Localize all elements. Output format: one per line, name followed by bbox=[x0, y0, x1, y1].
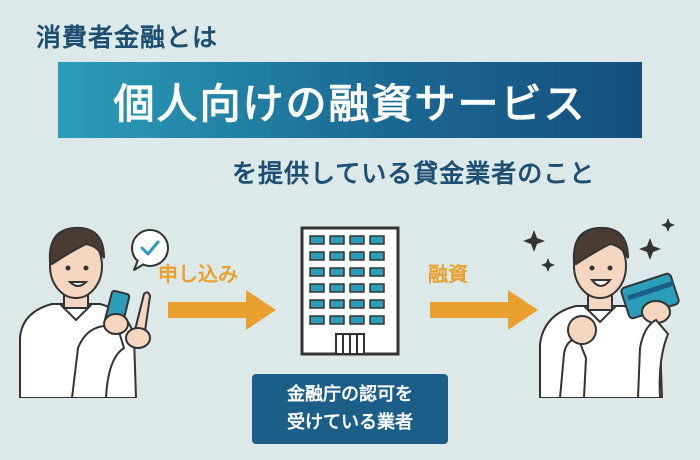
headline-banner: 個人向けの融資サービス bbox=[58, 62, 642, 138]
loan-arrow-icon bbox=[430, 290, 538, 330]
check-bubble-icon bbox=[131, 229, 169, 271]
apply-arrow-label: 申し込み bbox=[158, 262, 238, 286]
license-badge: 金融庁の認可を 受けている業者 bbox=[252, 374, 448, 444]
applicant-person-illustration bbox=[19, 226, 169, 398]
banner-text: 個人向けの融資サービス bbox=[113, 80, 587, 128]
license-line-1: 金融庁の認可を bbox=[287, 384, 413, 405]
borrower-person-illustration bbox=[523, 218, 680, 398]
loan-arrow-label: 融資 bbox=[428, 262, 468, 286]
sparkle-icon bbox=[523, 218, 675, 272]
subheading-text: を提供している貸金業者のこと bbox=[232, 159, 596, 188]
heading-title: 消費者金融とは bbox=[36, 23, 219, 52]
apply-arrow-icon bbox=[168, 290, 276, 330]
lender-building-illustration bbox=[300, 226, 400, 356]
license-line-2: 受けている業者 bbox=[287, 412, 413, 433]
